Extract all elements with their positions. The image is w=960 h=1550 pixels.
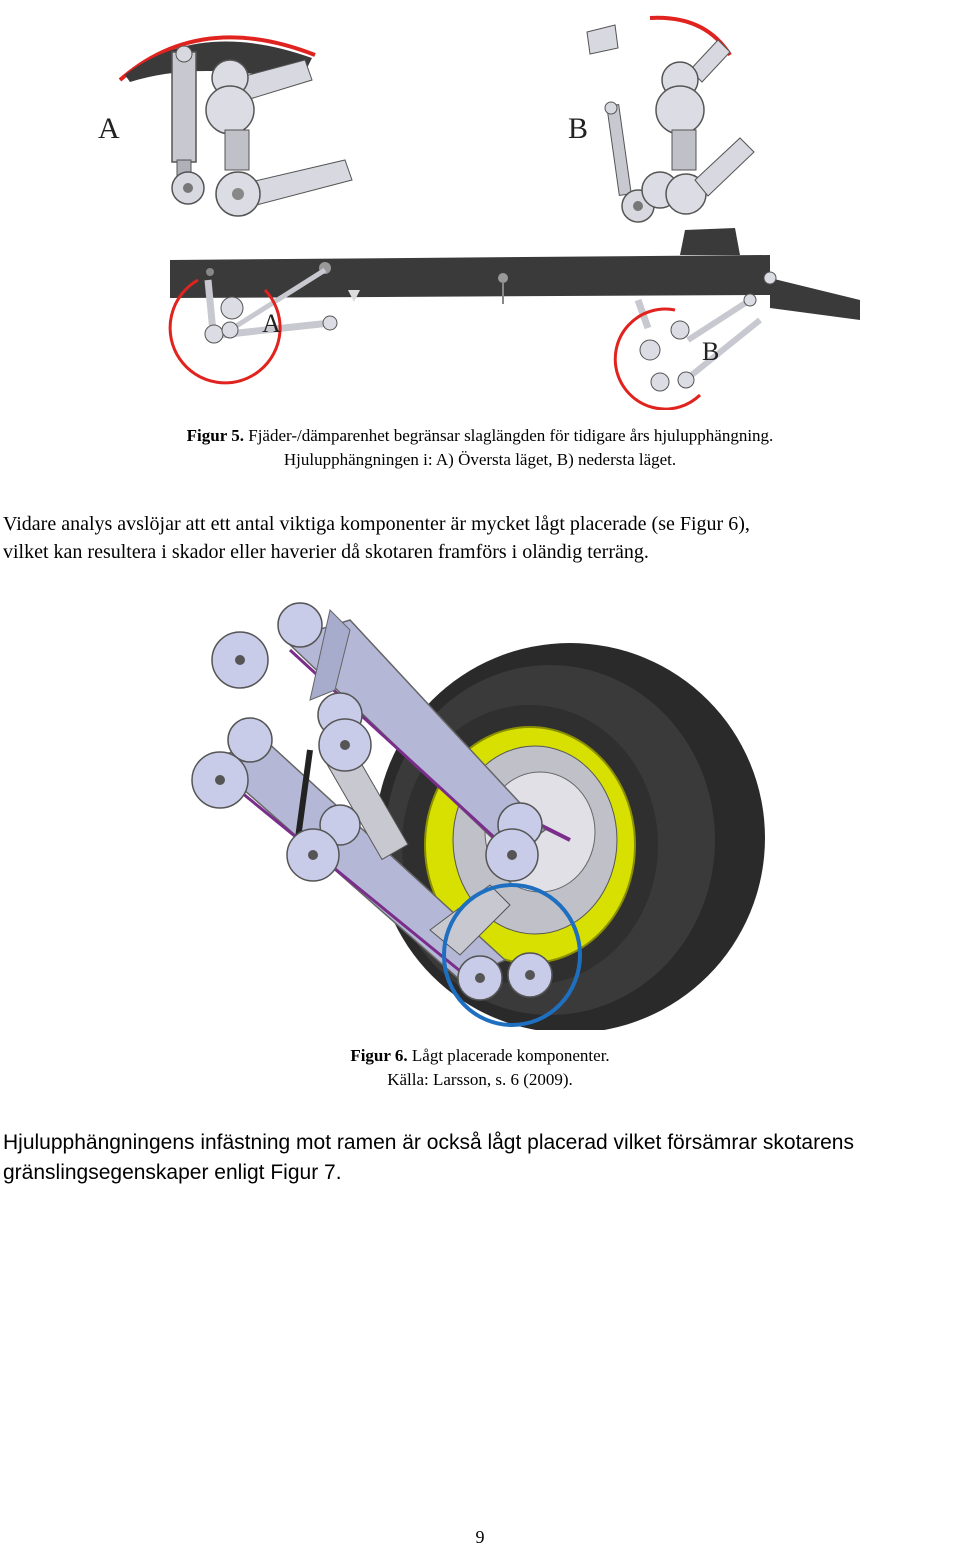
figure-6-caption-line1: Figur 6. Lågt placerade komponenter. [0,1044,960,1068]
figure-6-caption-text: Lågt placerade komponenter. [411,1046,610,1065]
upper-arm [283,609,547,856]
paragraph-1-line1: Vidare analys avslöjar att ett antal vik… [3,513,750,535]
label-a-frame: A [262,309,281,338]
tyre [375,643,765,1033]
label-b-frame: B [702,337,719,366]
figure-6-drawing [191,602,765,1033]
detail-a: A [98,35,353,217]
paragraph-2-line2: gränslingsegenskaper enligt Figur 7. [3,1161,342,1184]
figure-5-number: Figur 5. [186,426,244,445]
label-b-top: B [568,112,588,145]
figure-6-source: Källa: Larsson, s. 6 (2009). [387,1070,573,1089]
paragraph-1-line2: vilket kan resultera i skador eller have… [3,541,649,563]
paragraph-2-line1: Hjulupphängningens infästning mot ramen … [3,1131,854,1154]
label-a-top: A [98,112,120,145]
figure-6 [190,600,770,1033]
figure-5: A B [90,10,880,411]
figure-5-caption-text: Fjäder-/dämparenhet begränsar slaglängde… [248,426,774,445]
figure-5-drawing: A B [98,15,860,411]
paragraph-2: Hjulupphängningens infästning mot ramen … [3,1128,960,1188]
paragraph-1: Vidare analys avslöjar att ett antal vik… [3,510,960,566]
detail-b: B [568,15,755,223]
highlight-circle [442,883,582,1027]
figure-5-caption-line2: Hjulupphängningen i: A) Översta läget, B… [283,450,677,469]
figure-5-caption: Figur 5. Fjäder-/dämparenhet begränsar s… [0,424,960,472]
figure-5-caption-line1: Figur 5. Fjäder-/dämparenhet begränsar s… [0,424,960,448]
figure-6-caption: Figur 6. Lågt placerade komponenter. Käl… [0,1044,960,1092]
discs [191,602,553,1001]
figure-6-number: Figur 6. [350,1046,408,1065]
page-number: 9 [475,1527,485,1547]
chassis-frame: A B [168,228,860,411]
